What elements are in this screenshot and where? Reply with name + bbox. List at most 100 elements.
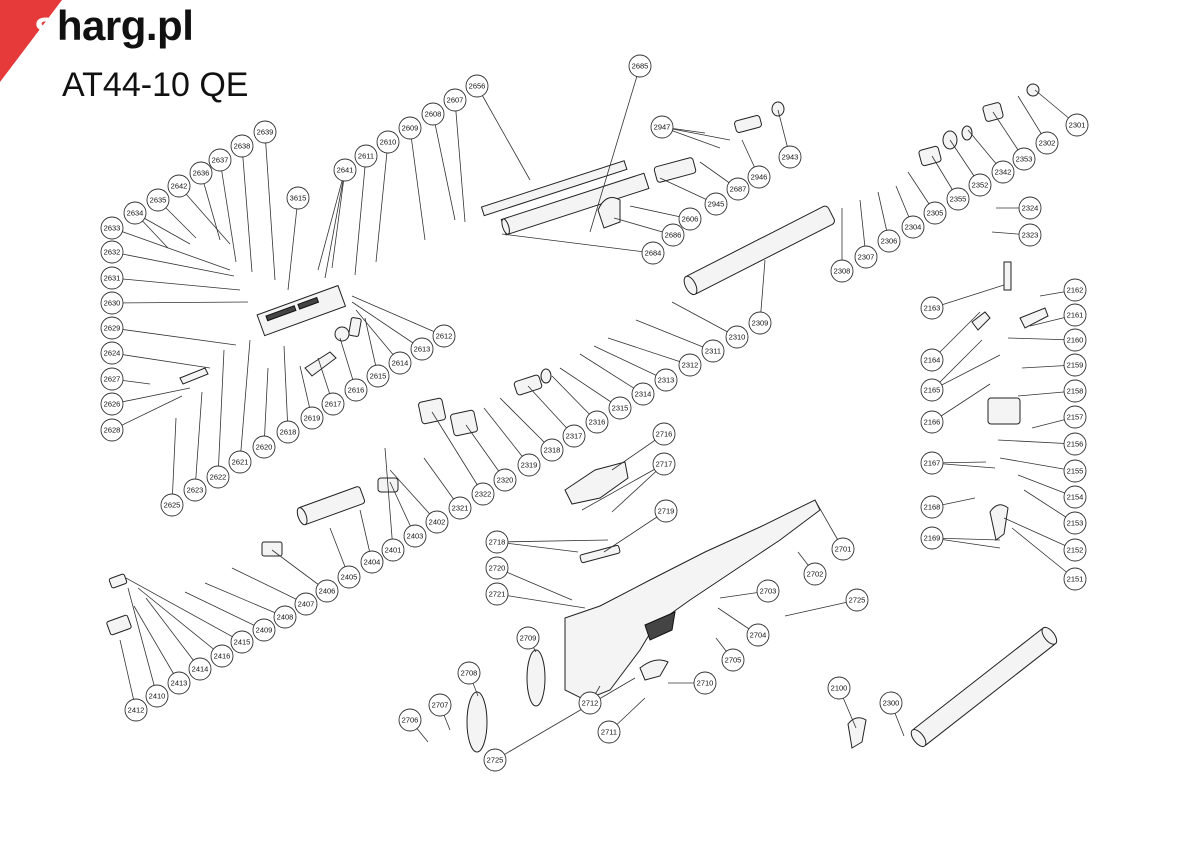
part-label-2164[interactable]: 2164: [920, 348, 944, 372]
part-label-2627[interactable]: 2627: [100, 367, 124, 391]
part-label-2416[interactable]: 2416: [210, 644, 234, 668]
part-label-2314[interactable]: 2314: [631, 382, 655, 406]
part-label-2633[interactable]: 2633: [100, 216, 124, 240]
part-label-3615[interactable]: 3615: [286, 186, 310, 210]
part-label-2342[interactable]: 2342: [991, 160, 1015, 184]
part-label-2161[interactable]: 2161: [1063, 303, 1087, 327]
part-label-2402[interactable]: 2402: [425, 510, 449, 534]
part-label-2317[interactable]: 2317: [562, 424, 586, 448]
part-label-2656[interactable]: 2656: [465, 74, 489, 98]
part-label-2312[interactable]: 2312: [678, 353, 702, 377]
part-label-2157[interactable]: 2157: [1063, 405, 1087, 429]
part-label-2684[interactable]: 2684: [641, 241, 665, 265]
part-label-2706[interactable]: 2706: [398, 708, 422, 732]
part-label-2320[interactable]: 2320: [493, 468, 517, 492]
part-label-2613[interactable]: 2613: [410, 337, 434, 361]
part-label-2705[interactable]: 2705: [721, 648, 745, 672]
part-label-2618[interactable]: 2618: [276, 420, 300, 444]
part-label-2947[interactable]: 2947: [650, 115, 674, 139]
part-label-2635[interactable]: 2635: [146, 188, 170, 212]
part-label-2406[interactable]: 2406: [315, 579, 339, 603]
part-label-2709[interactable]: 2709: [516, 626, 540, 650]
part-label-2710[interactable]: 2710: [693, 671, 717, 695]
part-label-2159[interactable]: 2159: [1063, 353, 1087, 377]
part-label-2151[interactable]: 2151: [1063, 567, 1087, 591]
part-label-2628[interactable]: 2628: [100, 418, 124, 442]
part-label-2408[interactable]: 2408: [273, 605, 297, 629]
part-label-2401[interactable]: 2401: [381, 538, 405, 562]
part-label-2163[interactable]: 2163: [920, 296, 944, 320]
part-label-2611[interactable]: 2611: [354, 144, 378, 168]
part-label-2687[interactable]: 2687: [726, 177, 750, 201]
part-label-2301[interactable]: 2301: [1065, 113, 1089, 137]
part-label-2304[interactable]: 2304: [901, 215, 925, 239]
part-label-2100[interactable]: 2100: [827, 676, 851, 700]
part-label-2160[interactable]: 2160: [1063, 328, 1087, 352]
part-label-2617[interactable]: 2617: [321, 392, 345, 416]
part-label-2622[interactable]: 2622: [206, 465, 230, 489]
part-label-2712[interactable]: 2712: [578, 691, 602, 715]
part-label-2302[interactable]: 2302: [1035, 131, 1059, 155]
part-label-2168[interactable]: 2168: [920, 495, 944, 519]
part-label-2305[interactable]: 2305: [923, 201, 947, 225]
part-label-2703[interactable]: 2703: [756, 579, 780, 603]
part-label-2609[interactable]: 2609: [398, 116, 422, 140]
part-label-2621[interactable]: 2621: [228, 450, 252, 474]
part-label-2311[interactable]: 2311: [701, 339, 725, 363]
part-label-2308[interactable]: 2308: [830, 259, 854, 283]
part-label-2636[interactable]: 2636: [189, 161, 213, 185]
part-label-2414[interactable]: 2414: [188, 657, 212, 681]
part-label-2685[interactable]: 2685: [628, 54, 652, 78]
part-label-2322[interactable]: 2322: [471, 482, 495, 506]
part-label-2355[interactable]: 2355: [946, 187, 970, 211]
part-label-2353[interactable]: 2353: [1012, 147, 1036, 171]
part-label-2407[interactable]: 2407: [294, 592, 318, 616]
part-label-2637[interactable]: 2637: [208, 148, 232, 172]
part-label-2719[interactable]: 2719: [654, 499, 678, 523]
part-label-2615[interactable]: 2615: [366, 364, 390, 388]
part-label-2720[interactable]: 2720: [485, 556, 509, 580]
part-label-2725[interactable]: 2725: [845, 588, 869, 612]
part-label-2155[interactable]: 2155: [1063, 459, 1087, 483]
part-label-2309[interactable]: 2309: [748, 311, 772, 335]
part-label-2158[interactable]: 2158: [1063, 379, 1087, 403]
part-label-2707[interactable]: 2707: [428, 693, 452, 717]
part-label-2718[interactable]: 2718: [485, 530, 509, 554]
part-label-2632[interactable]: 2632: [100, 240, 124, 264]
part-label-2626[interactable]: 2626: [100, 392, 124, 416]
part-label-2324[interactable]: 2324: [1018, 196, 1042, 220]
part-label-2307[interactable]: 2307: [854, 245, 878, 269]
part-label-2642[interactable]: 2642: [167, 174, 191, 198]
part-label-2708[interactable]: 2708: [457, 661, 481, 685]
part-label-2352[interactable]: 2352: [968, 173, 992, 197]
part-label-2945[interactable]: 2945: [704, 192, 728, 216]
part-label-2607[interactable]: 2607: [443, 88, 467, 112]
part-label-2639[interactable]: 2639: [253, 120, 277, 144]
part-label-2716[interactable]: 2716: [652, 422, 676, 446]
part-label-2152[interactable]: 2152: [1063, 538, 1087, 562]
part-label-2721[interactable]: 2721: [485, 582, 509, 606]
part-label-2310[interactable]: 2310: [725, 325, 749, 349]
part-label-2316[interactable]: 2316: [585, 410, 609, 434]
part-label-2300[interactable]: 2300: [879, 691, 903, 715]
part-label-2410[interactable]: 2410: [145, 684, 169, 708]
part-label-2725[interactable]: 2725: [483, 748, 507, 772]
part-label-2306[interactable]: 2306: [877, 229, 901, 253]
part-label-2686[interactable]: 2686: [661, 223, 685, 247]
part-label-2629[interactable]: 2629: [100, 316, 124, 340]
part-label-2323[interactable]: 2323: [1018, 223, 1042, 247]
part-label-2409[interactable]: 2409: [252, 618, 276, 642]
part-label-2608[interactable]: 2608: [421, 102, 445, 126]
part-label-2166[interactable]: 2166: [920, 410, 944, 434]
part-label-2321[interactable]: 2321: [448, 496, 472, 520]
part-label-2623[interactable]: 2623: [183, 478, 207, 502]
part-label-2319[interactable]: 2319: [517, 453, 541, 477]
part-label-2702[interactable]: 2702: [803, 562, 827, 586]
logo[interactable]: sharg.pl: [34, 2, 194, 50]
part-label-2162[interactable]: 2162: [1063, 278, 1087, 302]
part-label-2318[interactable]: 2318: [540, 438, 564, 462]
part-label-2619[interactable]: 2619: [300, 406, 324, 430]
part-label-2943[interactable]: 2943: [778, 145, 802, 169]
part-label-2634[interactable]: 2634: [123, 201, 147, 225]
part-label-2625[interactable]: 2625: [160, 493, 184, 517]
